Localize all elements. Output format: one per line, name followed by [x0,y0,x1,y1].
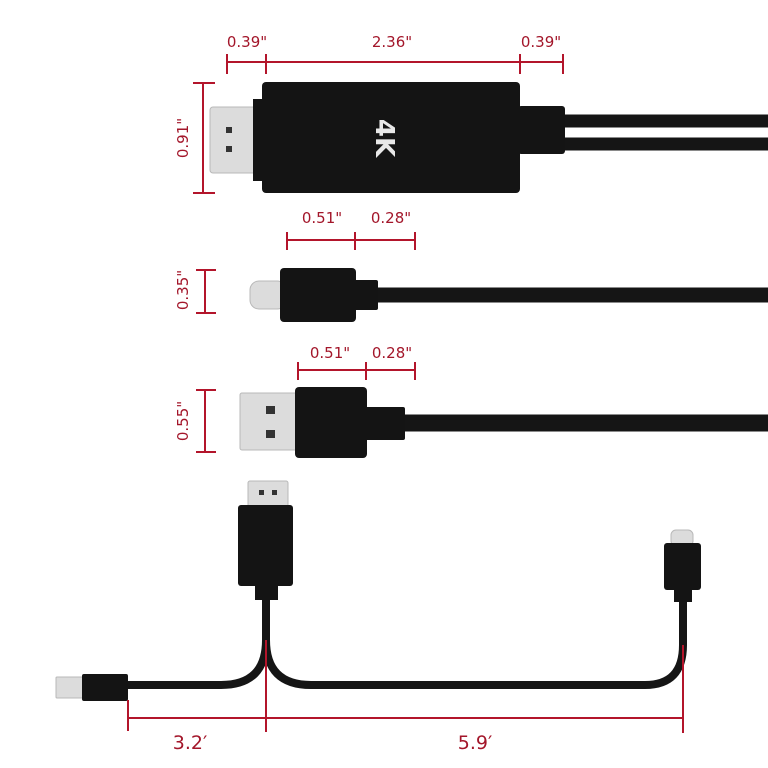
dimension-label: 0.39" [227,33,267,51]
usb-c-body [280,268,356,322]
plug-hole [226,146,232,152]
dimension-label: 2.36" [372,33,412,51]
dimension-label: 0.51" [302,209,342,227]
hdmi-body [238,505,293,586]
usb-a-connector [239,387,768,458]
hdmi-collar [518,106,565,154]
cable-branch-left [125,595,270,689]
plug-hole [266,430,275,438]
4k-logo: 4K [369,119,399,158]
dimension-label: 0.91" [174,118,192,158]
plug-hole [266,406,275,414]
cable-length-dimensions: 3.2′ 5.9′ [127,640,684,754]
cable-overview [55,480,701,701]
hdmi-plug-metal [247,480,289,510]
dimension-label: 0.28" [372,344,412,362]
cable-branch-right [262,600,687,689]
usb-a-dimensions: 0.51" 0.28" 0.55" [174,344,416,453]
dimension-label: 0.28" [371,209,411,227]
dimension-label: 0.39" [521,33,561,51]
usb-c-dimensions: 0.51" 0.28" 0.35" [174,209,416,314]
cable-length-label: 5.9′ [458,732,493,754]
usb-c-body [664,543,701,590]
usb-c-neck [674,588,692,602]
hdmi-connector: 4K [209,82,768,193]
usb-a-body [295,387,367,458]
usb-c-connector [249,268,768,322]
micro-usb-plug-metal [55,676,84,699]
cable-length-label: 3.2′ [173,732,208,754]
dimension-label: 0.35" [174,270,192,310]
hdmi-body [262,82,520,193]
plug-hole [226,127,232,133]
usb-a-neck [364,407,405,440]
micro-usb-body [82,674,128,701]
usb-c-neck [352,280,378,310]
usb-a-plug-metal [239,392,299,451]
dimension-label: 0.51" [310,344,350,362]
hdmi-neck [255,584,278,600]
hdmi-dimensions: 0.39" 2.36" 0.39" 0.91" [174,33,564,194]
dimension-label: 0.55" [174,401,192,441]
